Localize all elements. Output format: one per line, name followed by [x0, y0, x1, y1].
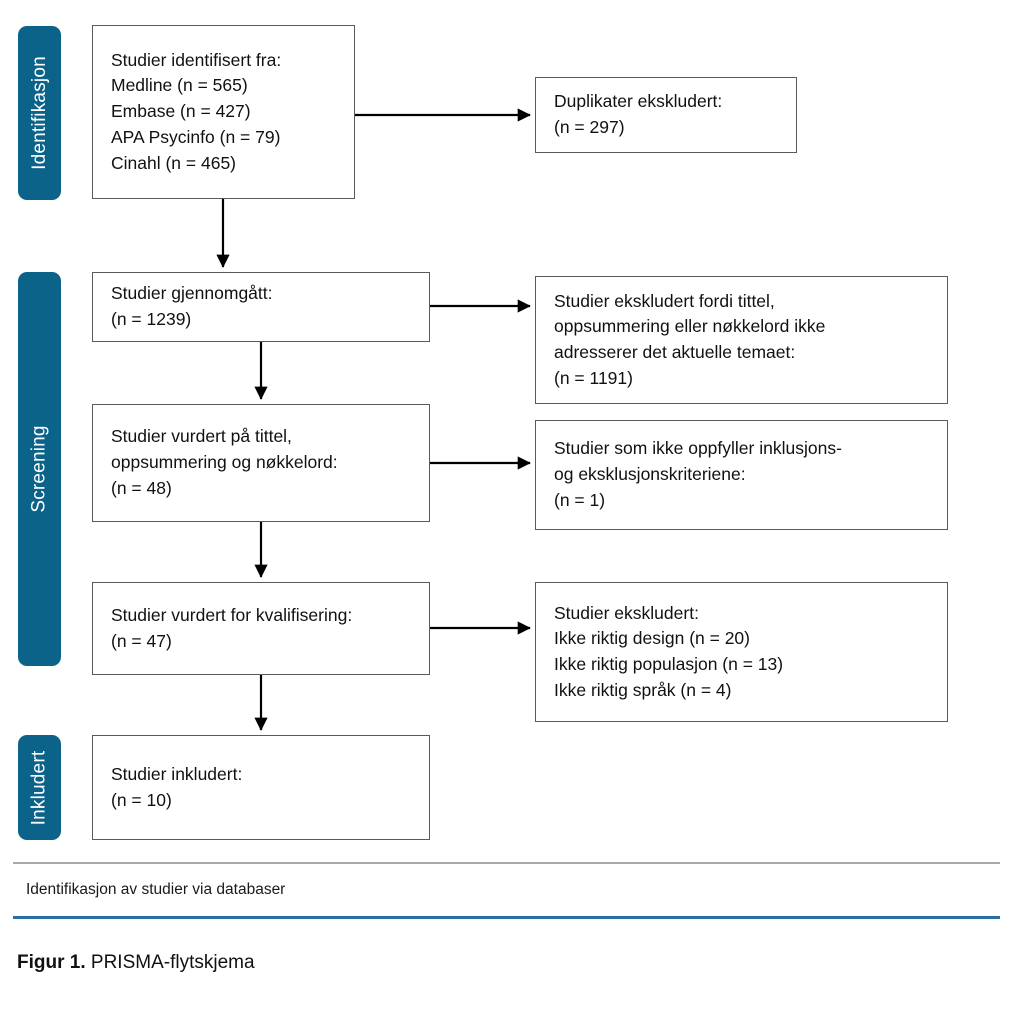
flow-box-excluded-reasons: Studier ekskludert: Ikke riktig design (… — [535, 582, 948, 722]
stage-bar-label: Screening — [28, 425, 50, 513]
flow-box-screened: Studier gjennomgått: (n = 1239) — [92, 272, 430, 342]
stage-bar-screening: Screening — [18, 272, 61, 666]
flow-box-text: Studier som ikke oppfyller inklusjons- o… — [554, 438, 842, 510]
footer-rule-top — [13, 862, 1000, 864]
flow-box-text: Studier gjennomgått: (n = 1239) — [111, 283, 273, 329]
footer-note: Identifikasjon av studier via databaser — [26, 881, 286, 898]
flow-box-duplicates-removed: Duplikater ekskludert: (n = 297) — [535, 77, 797, 153]
footer-rule-bottom — [13, 915, 1000, 919]
flow-box-text: Studier identifisert fra: Medline (n = 5… — [111, 49, 282, 173]
flow-box-text: Studier inkludert: (n = 10) — [111, 763, 243, 810]
stage-bar-included: Inkludert — [18, 735, 61, 840]
stage-bar-label: Identifikasjon — [28, 56, 50, 170]
flow-box-included-studies: Studier inkludert: (n = 10) — [92, 735, 430, 840]
figure-caption-label: Figur 1. — [17, 951, 86, 973]
flow-box-text: Studier vurdert for kvalifisering: (n = … — [111, 604, 353, 651]
figure-caption: Figur 1. PRISMA-flytskjema — [0, 919, 1013, 975]
flow-box-text: Studier vurdert på tittel, oppsummering … — [111, 426, 338, 498]
flow-box-assessed-title-abstract: Studier vurdert på tittel, oppsummering … — [92, 404, 430, 522]
flow-box-text: Studier ekskludert: Ikke riktig design (… — [554, 602, 784, 700]
stage-bar-label: Inkludert — [28, 750, 50, 825]
figure-footer: Identifikasjon av studier via databaser … — [0, 862, 1013, 974]
flow-box-text: Duplikater ekskludert: (n = 297) — [554, 91, 723, 137]
flow-box-excluded-criteria: Studier som ikke oppfyller inklusjons- o… — [535, 420, 948, 530]
stage-bar-identification: Identifikasjon — [18, 26, 61, 200]
flow-box-identified: Studier identifisert fra: Medline (n = 5… — [92, 25, 355, 199]
figure-caption-text: PRISMA-flytskjema — [85, 951, 255, 973]
flow-box-excluded-title-abstract: Studier ekskludert fordi tittel, oppsumm… — [535, 276, 948, 404]
flow-arrows — [216, 108, 531, 731]
arrow-layer — [216, 108, 531, 731]
flow-box-text: Studier ekskludert fordi tittel, oppsumm… — [554, 290, 826, 388]
flow-box-assessed-eligibility: Studier vurdert for kvalifisering: (n = … — [92, 582, 430, 675]
